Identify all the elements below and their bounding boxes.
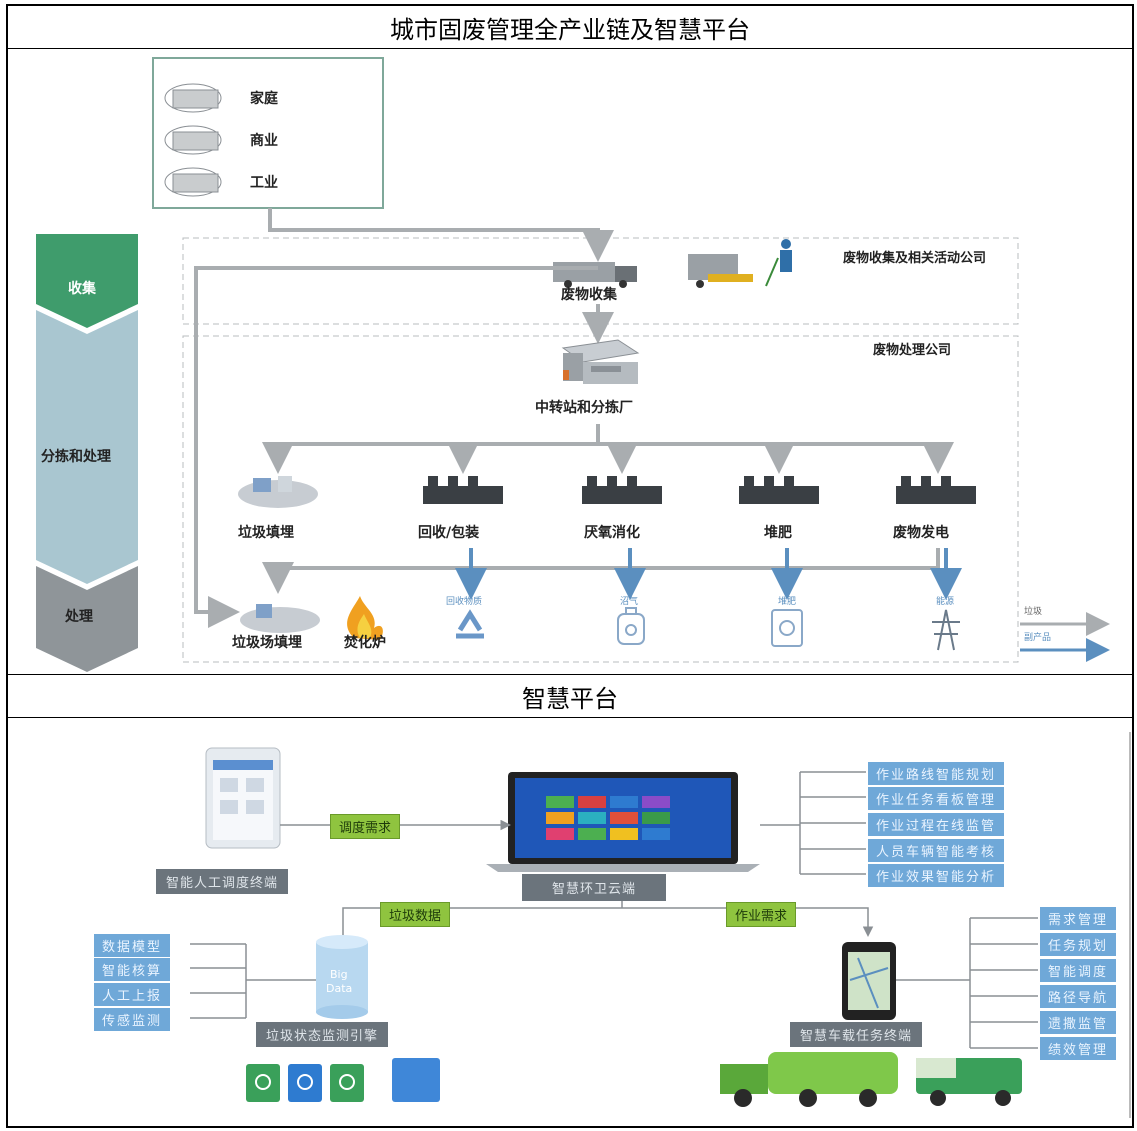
vehicle-function-nav: 路径导航 [1040, 985, 1117, 1008]
platform-diagram [190, 732, 1131, 1118]
stage-sort-label: 分拣和处理 [41, 449, 111, 465]
sweeper-truck-icon [916, 1058, 1022, 1106]
gas-tank-icon [617, 607, 645, 645]
cloud-function-task: 作业任务看板管理 [868, 787, 1005, 810]
cloud-function-analysis: 作业效果智能分析 [868, 864, 1005, 887]
house-icon [164, 83, 222, 113]
output-compost-label: 堆肥 [778, 597, 797, 607]
collection-node-label: 废物收集 [561, 287, 617, 303]
cloud-label: 智慧环卫云端 [522, 874, 667, 901]
landfill-site-icon [240, 604, 320, 633]
stage-sort-shape [36, 310, 138, 584]
figure-frame: 城市固废管理全产业链及智慧平台 [6, 4, 1134, 1128]
big-data-text-1: Big [330, 968, 348, 981]
waste-chain-diagram [36, 57, 1110, 672]
laptop-device-icon [486, 772, 760, 872]
compost-factory-icon [739, 476, 819, 504]
mobile-terminal-label: 智能人工调度终端 [156, 869, 289, 894]
recycle-icon [456, 609, 484, 639]
cloud-function-route: 作业路线智能规划 [868, 762, 1005, 785]
engine-input-calc: 智能核算 [94, 958, 171, 981]
vehicle-function-spill: 遗撒监管 [1040, 1011, 1117, 1034]
branch-compost-label: 堆肥 [764, 525, 792, 541]
landfill-icon [238, 476, 318, 508]
processing-company-label: 废物处理公司 [873, 343, 952, 358]
vehicle-terminal-label: 智慧车载任务终端 [790, 1022, 923, 1047]
stage-collect-shape [36, 234, 138, 328]
tablet-device-icon [205, 747, 281, 849]
branch-power-label: 废物发电 [893, 525, 949, 541]
shop-icon [164, 125, 222, 155]
station-label: 中转站和分拣厂 [535, 400, 633, 416]
stage-treat-shape [36, 566, 138, 672]
factory-icon [164, 167, 222, 197]
garbage-truck-icon [720, 1052, 898, 1107]
sweeper-worker-icon [688, 239, 792, 288]
output-biogas-label: 沼气 [620, 597, 639, 607]
engine-input-sensor: 传感监测 [94, 1008, 171, 1031]
recycling-factory-icon [423, 476, 503, 504]
vehicle-function-perf: 绩效管理 [1040, 1037, 1117, 1060]
output-recycled-label: 回收物质 [446, 597, 483, 607]
dispatch-demand-tag: 调度需求 [330, 814, 401, 839]
power-factory-icon [896, 476, 976, 504]
cloud-function-assess: 人员车辆智能考核 [868, 839, 1005, 862]
big-data-text-2: Data [326, 982, 353, 995]
job-demand-tag: 作业需求 [726, 902, 797, 927]
engine-input-model: 数据模型 [94, 934, 171, 957]
big-data-cylinder-icon [316, 935, 368, 1019]
vehicle-function-dispatch: 智能调度 [1040, 959, 1117, 982]
stage-treat-label: 处理 [65, 609, 93, 625]
transfer-station-icon [561, 339, 640, 384]
compost-bag-icon [771, 609, 803, 647]
legend-waste-label: 垃圾 [1024, 607, 1043, 617]
branch-recycle-label: 回收/包装 [418, 525, 480, 541]
branch-landfill-label: 垃圾填埋 [238, 525, 294, 541]
trash-bins-icon [246, 1058, 440, 1102]
stage-collect-label: 收集 [68, 281, 96, 297]
engine-input-report: 人工上报 [94, 983, 171, 1006]
platform-title: 智慧平台 [8, 674, 1132, 718]
output-energy-label: 能源 [936, 597, 955, 607]
branch-digestion-label: 厌氧消化 [584, 525, 640, 541]
engine-label: 垃圾状态监测引擎 [256, 1022, 389, 1047]
incinerator-flame-icon [347, 596, 383, 640]
vehicle-function-plan: 任务规划 [1040, 933, 1117, 956]
source-industrial-label: 工业 [250, 175, 278, 191]
digestion-factory-icon [582, 476, 662, 504]
final-incinerator-label: 焚化炉 [344, 635, 386, 651]
legend-byproduct-label: 副产品 [1024, 633, 1052, 643]
waste-data-tag: 垃圾数据 [380, 902, 451, 927]
power-tower-icon [932, 609, 960, 651]
collection-company-label: 废物收集及相关活动公司 [842, 251, 986, 266]
top-title: 城市固废管理全产业链及智慧平台 [8, 6, 1132, 49]
source-commercial-label: 商业 [250, 133, 278, 149]
cloud-function-process: 作业过程在线监管 [868, 813, 1005, 836]
vehicle-function-demand: 需求管理 [1040, 907, 1117, 930]
source-home-label: 家庭 [250, 91, 278, 107]
handheld-terminal-icon [842, 942, 896, 1020]
final-landfill-label: 垃圾场填埋 [232, 635, 302, 651]
